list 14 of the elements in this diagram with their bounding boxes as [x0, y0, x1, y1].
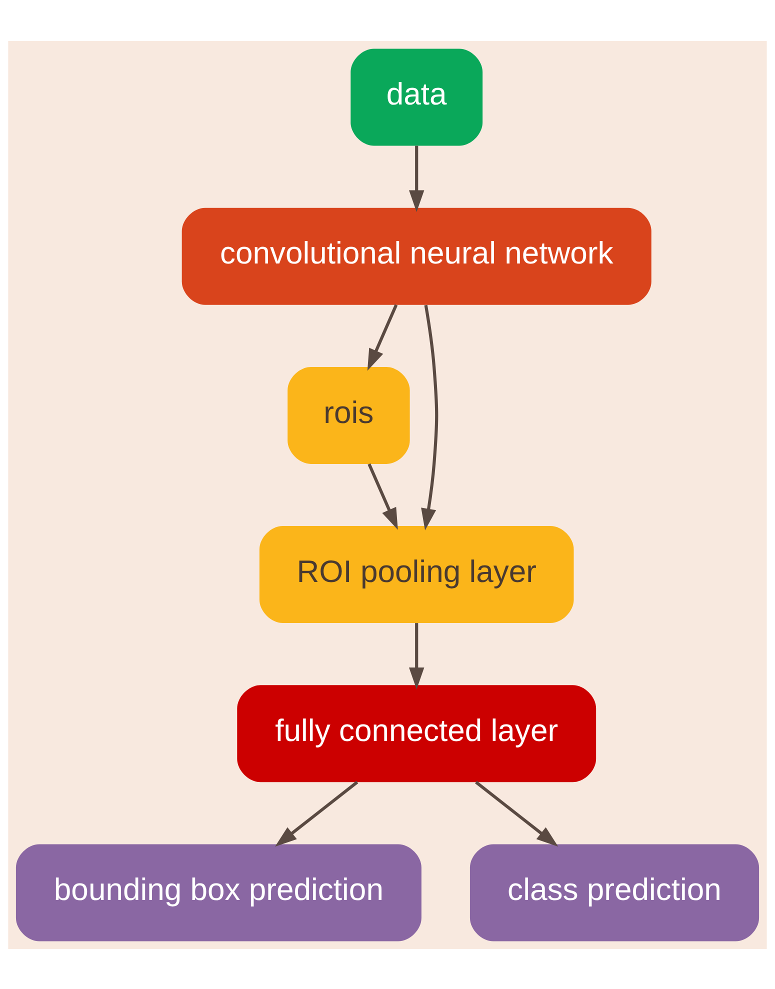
node-box: ROI pooling layer	[259, 526, 574, 623]
node-box: bounding box prediction	[16, 844, 422, 941]
node-box: convolutional neural network	[182, 207, 652, 304]
node-box: class prediction	[470, 844, 760, 941]
arrow	[421, 304, 438, 530]
arrow	[368, 462, 398, 530]
arrow	[367, 304, 398, 370]
arrow	[275, 780, 358, 846]
node-box: fully connected layer	[237, 684, 596, 782]
arrow	[475, 780, 558, 846]
arrow	[408, 622, 424, 689]
arrow	[408, 145, 424, 212]
node-box: rois	[288, 366, 410, 464]
node-box: data	[350, 48, 483, 146]
